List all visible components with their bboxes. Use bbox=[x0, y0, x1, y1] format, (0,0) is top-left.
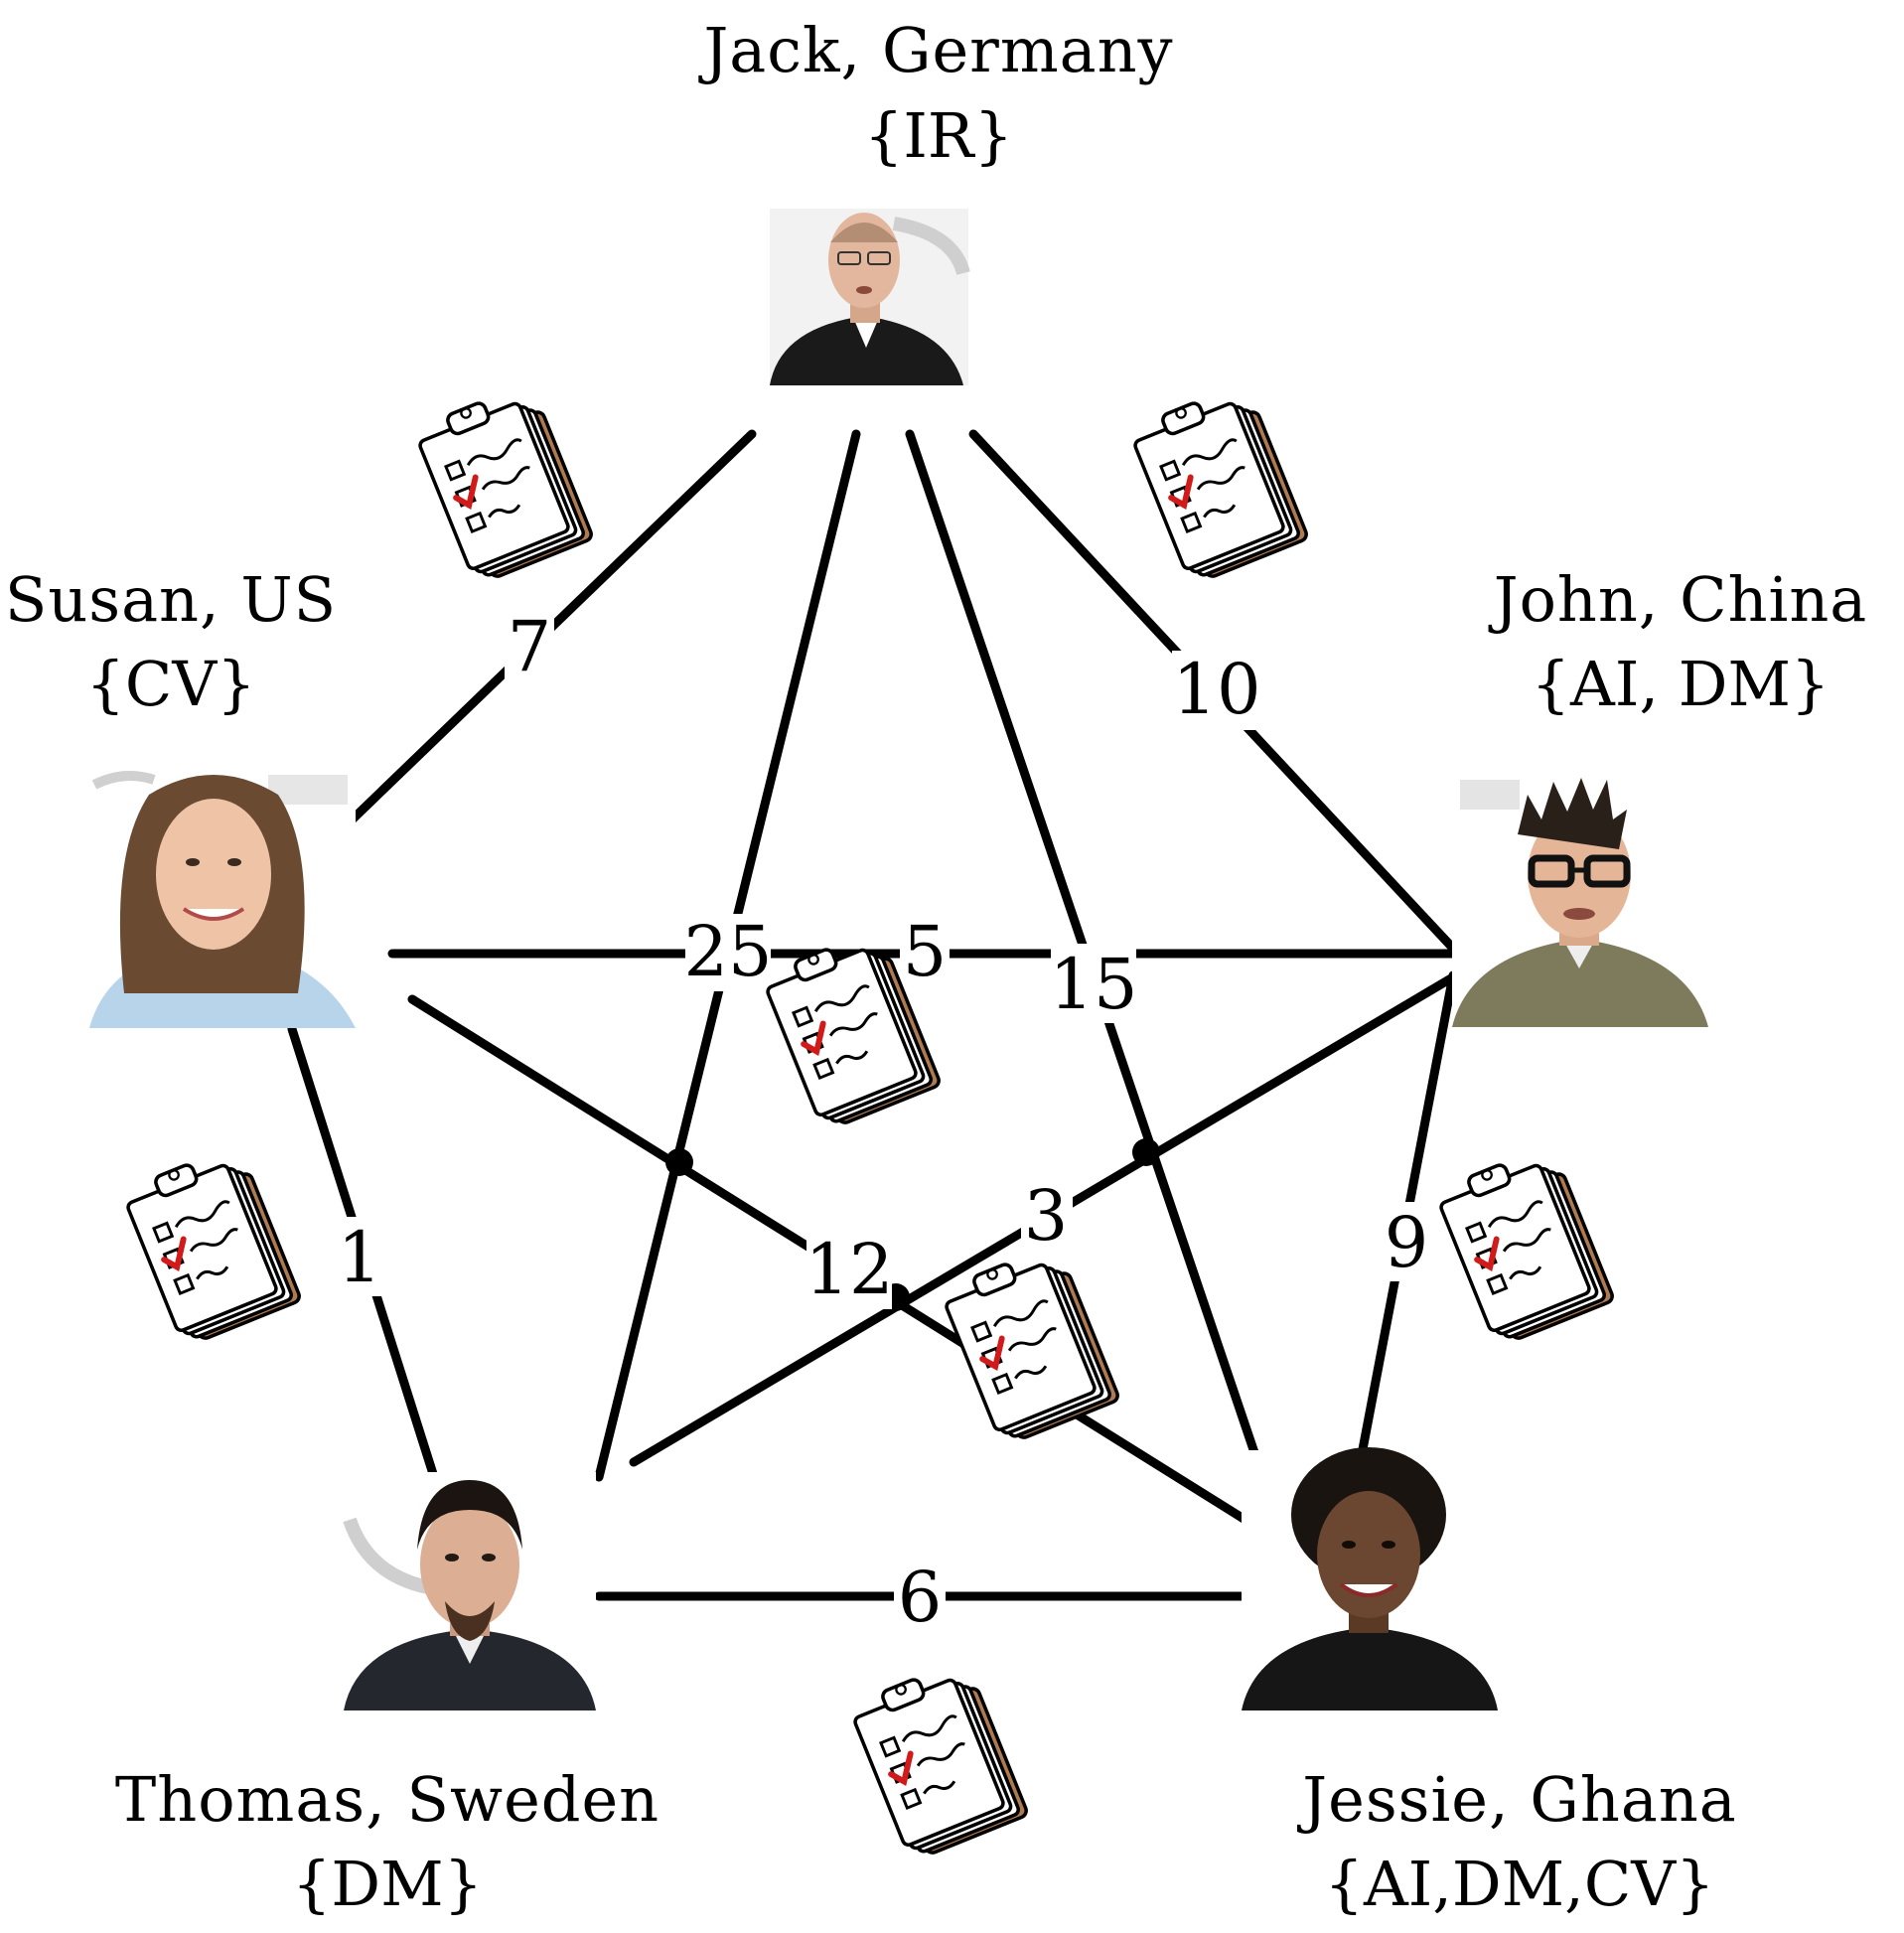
person-photo-icon bbox=[89, 770, 356, 1028]
person-tags: {CV} bbox=[85, 648, 255, 720]
edge-weight: 6 bbox=[898, 1557, 943, 1638]
weight-label-john-jessie: 9 bbox=[1381, 1202, 1432, 1283]
person-thomas[interactable]: Thomas, Sweden {DM} bbox=[115, 1472, 659, 1920]
person-photo-icon bbox=[343, 1472, 596, 1710]
edge-weight: 15 bbox=[1049, 944, 1137, 1025]
person-name: John, China bbox=[1488, 563, 1868, 636]
person-tags: {IR} bbox=[864, 99, 1013, 172]
person-photo-icon bbox=[1242, 1447, 1498, 1710]
person-jack[interactable]: Jack, Germany {IR} bbox=[697, 14, 1173, 385]
edge-weight: 25 bbox=[683, 911, 772, 992]
weight-label-susan-john: 5 bbox=[900, 911, 950, 992]
person-photo-icon bbox=[770, 209, 970, 385]
edge-weight: 7 bbox=[508, 606, 552, 687]
edge-weight: 1 bbox=[338, 1217, 382, 1298]
crossing-dot bbox=[665, 1148, 693, 1176]
person-tags: {DM} bbox=[292, 1848, 483, 1920]
clipboard-checklist-icon bbox=[413, 382, 593, 586]
weight-label-susan-thomas: 1 bbox=[338, 1217, 385, 1298]
clipboard-checklist-icon bbox=[121, 1144, 301, 1348]
edge-weight-labels: 7 10 1 6 9 25 5 15 bbox=[338, 606, 1432, 1638]
person-susan[interactable]: Susan, US {CV} bbox=[5, 563, 356, 1028]
edge-weight: 10 bbox=[1172, 649, 1260, 730]
weight-label-thomas-jessie: 6 bbox=[894, 1557, 946, 1638]
edge-weight: 12 bbox=[805, 1229, 893, 1310]
weight-label-jack-thomas: 25 bbox=[683, 911, 772, 992]
clipboard-checklist-icon bbox=[1434, 1144, 1614, 1348]
edge-weight: 3 bbox=[1024, 1175, 1069, 1257]
edge-weight: 9 bbox=[1385, 1202, 1429, 1283]
person-tags: {AI,DM,CV} bbox=[1325, 1848, 1715, 1920]
person-name: Thomas, Sweden bbox=[115, 1763, 659, 1836]
crossing-dots bbox=[665, 1138, 1160, 1311]
person-name: Jack, Germany bbox=[697, 14, 1173, 86]
person-jessie[interactable]: Jessie, Ghana {AI,DM,CV} bbox=[1242, 1447, 1737, 1920]
weight-label-jack-jessie: 15 bbox=[1049, 944, 1138, 1025]
weight-label-thomas-john: 3 bbox=[1021, 1175, 1073, 1257]
crossing-dot bbox=[1132, 1138, 1160, 1166]
person-name: Jessie, Ghana bbox=[1296, 1763, 1736, 1836]
person-name: Susan, US bbox=[5, 563, 337, 636]
clipboard-checklist-icon bbox=[848, 1659, 1028, 1862]
clipboard-checklist-icon bbox=[940, 1244, 1119, 1447]
person-tags: {AI, DM} bbox=[1532, 648, 1831, 720]
weight-label-jack-susan: 7 bbox=[505, 606, 554, 687]
weight-label-susan-jessie: 12 bbox=[805, 1229, 893, 1310]
person-photo-icon bbox=[1452, 777, 1708, 1027]
edge-weight: 5 bbox=[903, 911, 948, 992]
clipboard-checklist-icon bbox=[1128, 382, 1308, 586]
person-john[interactable]: John, China {AI, DM} bbox=[1452, 563, 1867, 1027]
weight-label-jack-john: 10 bbox=[1172, 649, 1261, 730]
